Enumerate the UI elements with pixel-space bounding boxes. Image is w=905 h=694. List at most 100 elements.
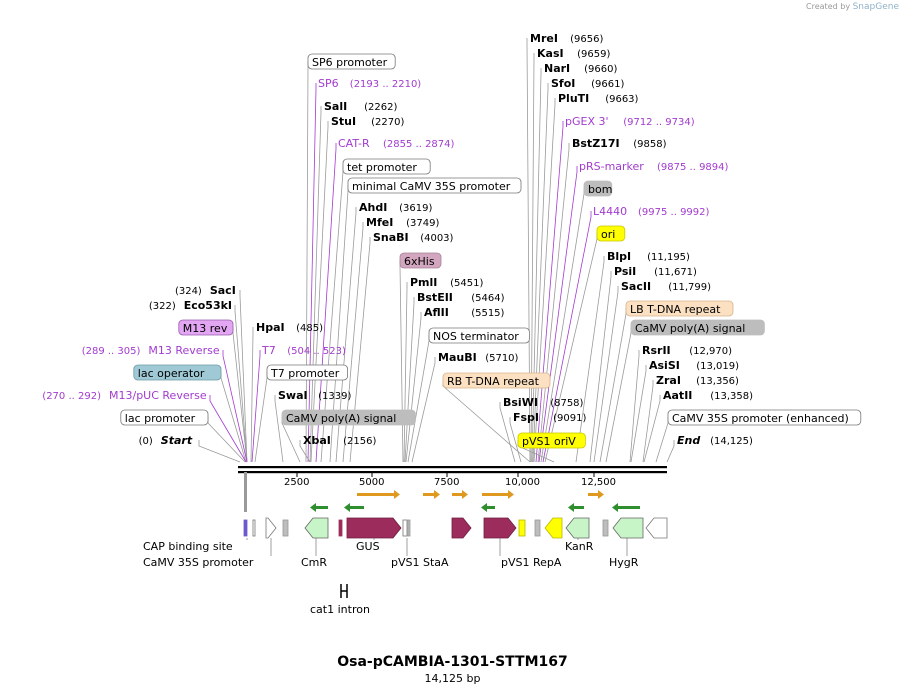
aatii-site-label: AatII — [663, 389, 692, 402]
xbai-position: (2156) — [343, 436, 376, 447]
orf-arrow-rev-2 — [487, 506, 495, 509]
camv-polya-r-feature-label: CaMV poly(A) signal — [635, 322, 745, 335]
pgex3-leader — [535, 121, 564, 463]
eco53ki-site-label: Eco53kI — [184, 299, 232, 312]
saci-position: (324) — [175, 286, 202, 297]
m13reverse-leader — [222, 350, 248, 463]
pluti-position: (9663) — [605, 94, 638, 105]
lb-tdna-feature-label: LB T-DNA repeat — [630, 303, 721, 316]
pvs1-repa-label: pVS1 RepA — [501, 556, 562, 569]
prs-marker-primer-label: pRS-marker — [579, 160, 644, 173]
sp6-range: (2193 .. 2210) — [350, 79, 422, 90]
cmr-arrow — [304, 517, 329, 539]
term-feature — [407, 519, 411, 537]
cat-r-leader — [315, 143, 337, 463]
blpi-leader — [575, 256, 605, 463]
maubi-position: (5710) — [485, 353, 518, 364]
orf-arrow-head-1 — [434, 490, 440, 499]
cat-r-primer-label: CAT-R — [338, 137, 370, 150]
camv-polya-l-feature-label: CaMV poly(A) signal — [286, 412, 396, 425]
stui-site-label: StuI — [331, 115, 356, 128]
camv-enh-leader — [655, 417, 669, 463]
mfei-site-label: MfeI — [366, 216, 393, 229]
ahdi-site-label: AhdI — [359, 201, 387, 214]
pmli-leader — [403, 282, 408, 463]
zrai-site-label: ZraI — [656, 374, 681, 387]
saci-leader — [239, 290, 248, 463]
mrei-site-label: MreI — [530, 32, 558, 45]
bstz17i-position: (9858) — [633, 139, 666, 150]
stui-leader — [310, 121, 329, 463]
bom-feature — [534, 519, 541, 537]
aflii-position: (5515) — [471, 308, 504, 319]
asisi-site-label: AsiSI — [649, 359, 680, 372]
m13reverse-range: (289 .. 305) — [82, 346, 141, 357]
orf-arrow-rev-0 — [316, 506, 328, 509]
sp6-promoter-feature-label: SP6 promoter — [312, 56, 388, 69]
orf-arrow-rev-head-3 — [568, 503, 574, 512]
plasmid-title: Osa-pCAMBIA-1301-STTM167 — [337, 654, 568, 670]
maubi-site-label: MauBI — [438, 351, 477, 364]
sacii-leader — [593, 286, 619, 463]
intron-feature — [338, 519, 343, 537]
snapgene-brand: SnapGene — [852, 2, 899, 12]
asisi-position: (13,019) — [696, 361, 739, 372]
pmli-position: (5451) — [450, 278, 483, 289]
sali-leader — [309, 106, 322, 463]
sfoi-leader — [532, 83, 549, 463]
camv-enh-feature-label: CaMV 35S promoter (enhanced) — [672, 412, 849, 425]
lac-op-feature-label: lac operator — [138, 367, 205, 380]
orf-arrow-rev-head-4 — [612, 503, 618, 512]
sp6-primer-label: SP6 — [318, 77, 339, 90]
tet-promoter-label-box — [342, 158, 431, 175]
sfoi-position: (9661) — [591, 79, 624, 90]
camv-35s-promoter-arrow — [265, 517, 277, 539]
aatii-position: (13,358) — [710, 391, 753, 402]
bsiwi-position: (8758) — [550, 398, 583, 409]
sali-site-label: SalI — [324, 100, 347, 113]
m13puc-primer-label: M13/pUC Reverse — [109, 389, 207, 402]
l4440-leader — [542, 211, 592, 463]
psii-leader — [589, 271, 612, 463]
bsteii-site-label: BstEII — [417, 291, 453, 304]
orf-arrow-rev-1 — [350, 506, 364, 509]
swai-site-label: SwaI — [278, 389, 308, 402]
m13puc-leader — [209, 395, 247, 463]
plasmid-length: 14,125 bp — [424, 672, 481, 685]
prs-marker-range: (9875 .. 9894) — [657, 162, 729, 173]
nari-leader — [531, 68, 542, 463]
bstz17i-site-label: BstZ17I — [572, 137, 620, 150]
camv-polya-r-leader — [605, 327, 632, 463]
kanr-arrow — [565, 517, 590, 539]
nos-term-label-box — [428, 327, 530, 344]
swai-leader — [274, 395, 284, 463]
ahdi-position: (3619) — [399, 203, 432, 214]
tick-label-4: 12,500 — [581, 477, 616, 488]
pmli-site-label: PmlI — [410, 276, 437, 289]
stui-position: (2270) — [371, 117, 404, 128]
pluti-leader — [533, 98, 556, 463]
mrei-position: (9656) — [570, 34, 603, 45]
prs-marker-leader — [538, 166, 578, 463]
backbone-bottom-strand — [238, 471, 667, 474]
tick-label-1: 5000 — [359, 477, 384, 488]
start-marker — [244, 472, 247, 512]
t7-promoter-leader — [254, 372, 268, 463]
sp6-leader — [307, 83, 317, 463]
snabi-site-label: SnaBI — [373, 231, 409, 244]
kanr-label: KanR — [565, 540, 594, 553]
orf-arrow-fwd-1 — [423, 493, 434, 496]
l4440-primer-label: L4440 — [593, 205, 627, 218]
aflii-site-label: AflII — [424, 306, 449, 319]
hpai-site-label: HpaI — [256, 321, 285, 334]
mfei-position: (3749) — [406, 218, 439, 229]
his6-label-box — [399, 252, 442, 269]
orf-arrow-fwd-3 — [482, 493, 508, 496]
nari-site-label: NarI — [544, 62, 570, 75]
ori-leader — [544, 233, 598, 463]
snabi-leader — [349, 237, 371, 463]
camv35s-label: CaMV 35S promoter — [143, 556, 254, 569]
